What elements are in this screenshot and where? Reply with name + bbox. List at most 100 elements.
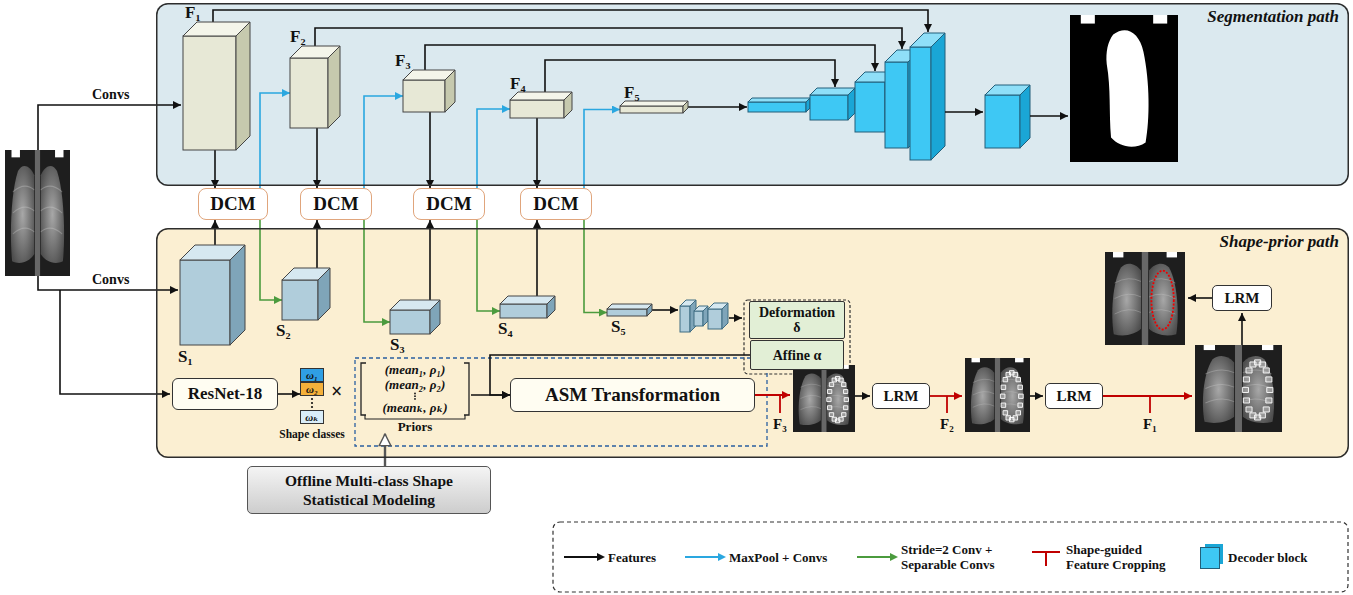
block-label-holder: F₅	[624, 83, 639, 102]
label-holder: F₂	[940, 416, 954, 433]
deformation-output-box: Deformation δ	[749, 301, 845, 339]
block-3d	[510, 92, 572, 118]
block-3d	[290, 46, 340, 128]
vertical-dots	[300, 396, 324, 410]
dot	[311, 402, 313, 404]
lrm-box: LRM	[1212, 285, 1272, 311]
dcm-module: DCM	[413, 188, 485, 220]
shape-feature-block: S₄	[500, 296, 555, 318]
refine-arrow	[1241, 313, 1243, 345]
landmark-points	[1000, 371, 1023, 422]
legend-sample	[563, 545, 607, 569]
decoder-face	[848, 88, 855, 120]
box-text: DCM	[313, 193, 358, 215]
landmark-points	[827, 376, 849, 422]
dot	[414, 393, 416, 395]
box-text: ResNet-18	[188, 383, 263, 405]
decoder-face	[931, 33, 945, 160]
cropping-arrow	[755, 394, 790, 396]
block-front	[403, 80, 445, 112]
final-contour	[1151, 271, 1173, 330]
arrow-shaft	[564, 556, 597, 558]
block-side	[547, 296, 555, 318]
legend-sample	[856, 545, 900, 569]
shape-feature-block: S₂	[282, 268, 330, 320]
final-contour-xray	[1105, 252, 1185, 345]
block-front	[390, 310, 430, 334]
block-label: F₃	[395, 51, 410, 70]
block-label: F₅	[624, 83, 639, 102]
block-front	[290, 58, 328, 128]
feature-map-block: F₂	[290, 46, 340, 128]
arrow-head	[890, 553, 898, 561]
arrow-head	[597, 553, 605, 561]
arrow-shaft	[857, 556, 890, 558]
dot	[414, 395, 416, 397]
block-side	[564, 92, 572, 118]
head-face	[708, 309, 722, 329]
matrix-row-holder: (meanₖ, ρₖ)	[359, 400, 471, 415]
block-label-holder: F₃	[395, 51, 410, 70]
prior-module-frame	[355, 358, 767, 446]
connector	[316, 128, 318, 188]
skip-connection	[425, 45, 875, 71]
label-holder: Convs	[92, 86, 129, 103]
matrix-row-holder: (mean₁, ρ₁)	[359, 362, 471, 377]
connector	[214, 150, 216, 188]
crop-feature-label: F₁	[1143, 416, 1157, 433]
block-label: S₂	[276, 321, 291, 340]
block-label-holder: S₁	[178, 347, 193, 366]
block-label-holder: F₁	[185, 3, 200, 22]
segmentation-band-fill	[156, 3, 1349, 186]
legend-text-holder: Stride=2 Conv + Separable Convs	[901, 542, 1023, 572]
block-side	[328, 46, 340, 128]
band-title-holder: Shape-prior path	[1220, 232, 1340, 252]
shape-feature-block: S₃	[390, 300, 440, 334]
block-side	[445, 70, 455, 112]
block-front	[607, 309, 647, 316]
block-front	[500, 304, 547, 318]
refine-arrow	[1030, 395, 1043, 397]
block-label-holder: S₂	[276, 321, 291, 340]
arrow-head	[718, 553, 726, 561]
input-arrow	[60, 290, 170, 394]
resnet-box: ResNet-18	[172, 378, 278, 410]
block-label-holder: S₄	[498, 319, 513, 338]
box-text: DCM	[210, 193, 255, 215]
block-label: F₁	[185, 3, 200, 22]
block-label: S₁	[178, 347, 193, 366]
under-bracket	[365, 415, 465, 419]
box-text: Deformation δ	[755, 305, 839, 335]
decoder-face	[748, 102, 806, 112]
legend-sample	[684, 545, 728, 569]
regression-output-frame	[744, 300, 850, 374]
matrix-caption: Priors	[359, 420, 471, 434]
box-text: Offline Multi-class Shape Statistical Mo…	[253, 471, 485, 509]
crop-feature-label: F₂	[940, 416, 954, 433]
connector	[260, 220, 282, 300]
cropping-tick	[946, 396, 948, 413]
head-arrow	[729, 317, 742, 319]
block-label-holder: S₃	[390, 335, 405, 354]
block-front	[510, 100, 564, 118]
feature-map-block: F₃	[403, 70, 455, 112]
block-3d	[403, 70, 455, 112]
block-top	[607, 304, 652, 309]
matrix-row-holder: (mean₂, ρ₂)	[359, 377, 471, 392]
operation-label: Convs	[92, 86, 129, 103]
asm-transformation-box: ASM Transformation	[510, 378, 755, 412]
connector	[536, 220, 538, 296]
block-3d	[180, 245, 245, 345]
skip-connection	[545, 60, 835, 92]
segmentation-path-band: Segmentation pathF₁F₂F₃F₄F₅	[156, 3, 1349, 186]
dcm-module: DCM	[520, 188, 592, 220]
decoder-blocks	[748, 33, 1030, 160]
connector	[260, 93, 290, 188]
block-label: F₂	[290, 27, 305, 46]
legend-text-holder: Shape-guided Feature Cropping	[1066, 542, 1186, 572]
label-holder: F₁	[1143, 416, 1157, 433]
cropping-tick	[1149, 396, 1151, 413]
block-3d	[183, 22, 250, 150]
legend-frame	[553, 522, 1348, 592]
